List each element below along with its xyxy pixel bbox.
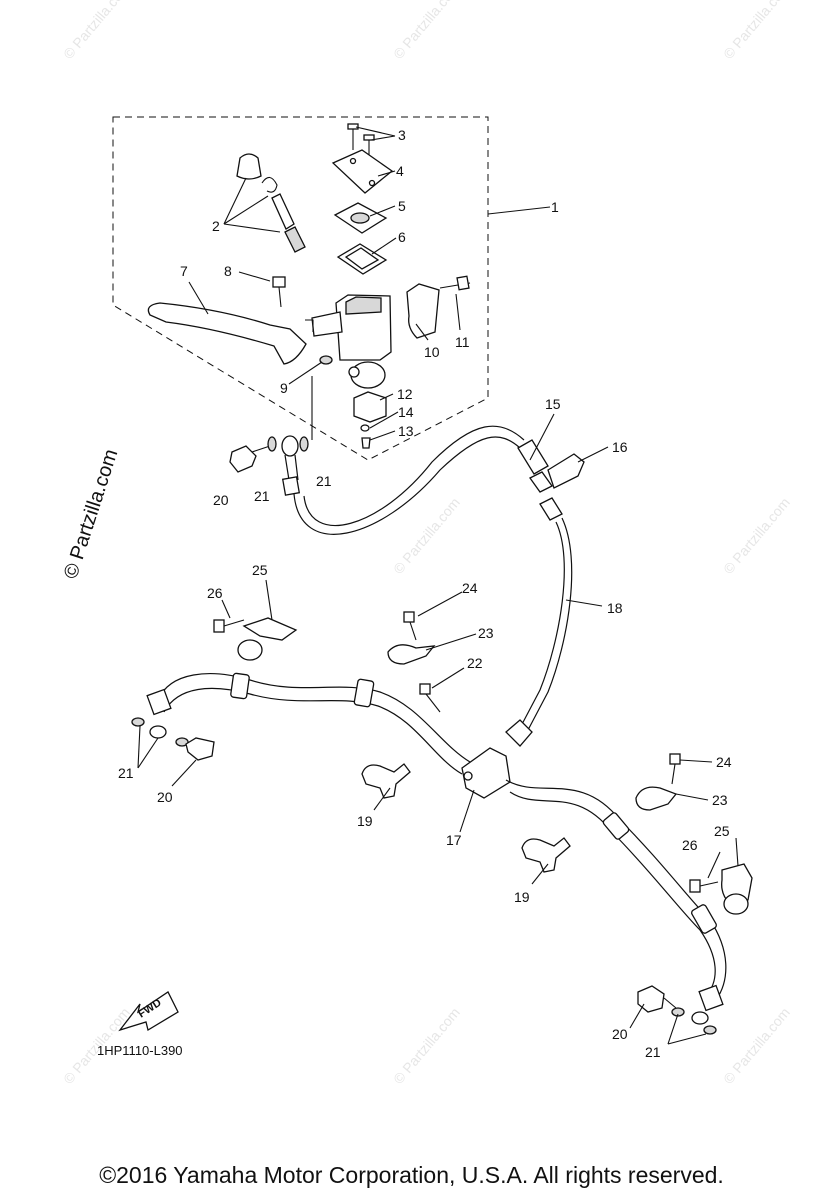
callout-number: 24 [716, 754, 732, 770]
screw-part [347, 123, 375, 160]
brake-pipe-part [519, 521, 565, 729]
partzilla-watermark: © Partzilla.com [60, 447, 123, 582]
callout-number: 25 [714, 823, 730, 839]
piston-part [271, 193, 295, 230]
callout-number: 19 [514, 889, 530, 905]
right-brake-hose [505, 779, 727, 1045]
circlip-part [261, 176, 278, 193]
callout-number: 21 [118, 765, 134, 781]
callout-number: 20 [213, 492, 229, 508]
callout-number: 20 [612, 1026, 628, 1042]
callout-number: 23 [712, 792, 728, 808]
watermark: © Partzilla.com [390, 0, 463, 62]
callout-number: 21 [645, 1044, 661, 1060]
callout-number: 24 [462, 580, 478, 596]
banjo-bolt-part [229, 445, 257, 473]
clamp-part [387, 644, 436, 665]
callout-number: 26 [207, 585, 223, 601]
watermark: © Partzilla.com [390, 1004, 463, 1087]
hose-holder-part [361, 763, 411, 811]
callout-number: 2 [212, 218, 220, 234]
callout-number: 13 [398, 423, 414, 439]
left-clamp-assembly [213, 579, 298, 661]
master-cylinder-body [311, 294, 392, 389]
pivot-bolt-part [272, 276, 286, 288]
callout-number: 14 [398, 404, 414, 420]
right-clamp-assembly [635, 753, 753, 915]
clamp-part [721, 863, 753, 905]
callout-number: 22 [467, 655, 483, 671]
watermark: © Partzilla.com [720, 0, 793, 62]
washer-part [319, 355, 333, 365]
hose-clip-part [547, 453, 585, 489]
callout-number: 19 [357, 813, 373, 829]
watermark: © Partzilla.com [720, 1004, 793, 1087]
callout-number: 15 [545, 396, 561, 412]
watermark: © Partzilla.com [60, 0, 133, 62]
callout-number: 8 [224, 263, 232, 279]
center-clamp-assembly [387, 591, 477, 713]
boot-part [236, 153, 262, 180]
callout-number: 11 [455, 334, 470, 350]
callout-number: 21 [254, 488, 270, 504]
reservoir-cap-part [331, 149, 394, 194]
callout-number: 17 [446, 832, 462, 848]
callout-labels: 1 2 3 4 5 6 7 8 9 10 11 12 13 14 15 16 1… [118, 127, 732, 1060]
callout-number: 20 [157, 789, 173, 805]
master-hose [229, 413, 609, 747]
brake-lever-part [147, 302, 307, 365]
callout-number: 6 [398, 229, 406, 245]
callout-number: 18 [607, 600, 623, 616]
callout-number: 26 [682, 837, 698, 853]
leader-lines [188, 126, 551, 441]
diagram-code: 1HP1110-L390 [97, 1043, 183, 1058]
banjo-fitting-part [281, 435, 299, 457]
watermark: © Partzilla.com [720, 494, 793, 577]
callout-number: 3 [398, 127, 406, 143]
callout-number: 16 [612, 439, 628, 455]
callout-number: 23 [478, 625, 494, 641]
callout-number: 9 [280, 380, 288, 396]
callout-number: 5 [398, 198, 406, 214]
callout-number: 12 [397, 386, 413, 402]
left-brake-hose [131, 672, 471, 787]
master-cylinder-assembly [147, 123, 551, 449]
copyright-notice: ©2016 Yamaha Motor Corporation, U.S.A. A… [99, 1162, 724, 1188]
callout-number: 25 [252, 562, 268, 578]
callout-number: 10 [424, 344, 440, 360]
bracket-part [406, 283, 440, 339]
watermarks: © Partzilla.com © Partzilla.com © Partzi… [60, 0, 793, 1087]
callout-number: 21 [316, 473, 332, 489]
hose-holder-part [521, 837, 571, 885]
clamp-part [242, 617, 298, 641]
banjo-bolt-part [185, 737, 215, 761]
piston-cup-part [284, 226, 306, 253]
callout-number: 4 [396, 163, 404, 179]
banjo-bolt-part [637, 985, 665, 1013]
forward-arrow-icon: FWD [118, 991, 179, 1032]
callout-number: 1 [551, 199, 559, 215]
clamp-part [635, 786, 678, 811]
callout-number: 7 [180, 263, 188, 279]
assembly-boundary [112, 116, 489, 461]
brake-switch-part [353, 391, 387, 423]
